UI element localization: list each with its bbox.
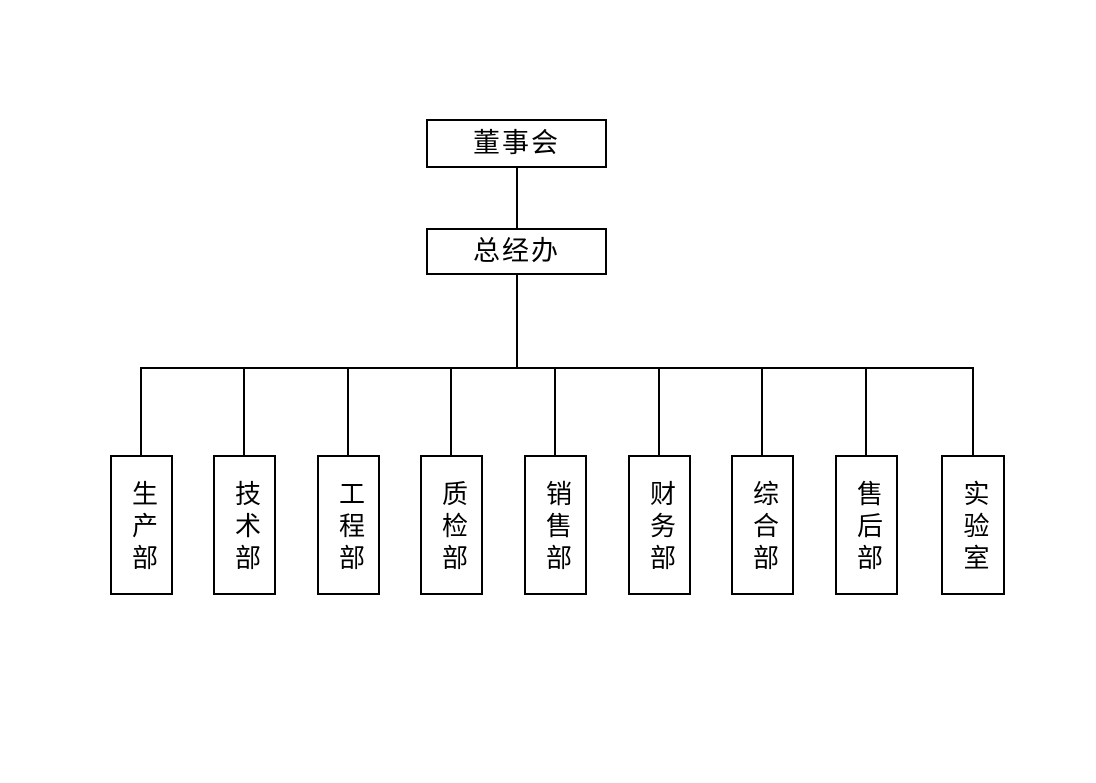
node-board-of-directors[interactable]: 董事会: [426, 119, 607, 168]
connector-drop-9: [972, 367, 974, 455]
connector-board-to-gm: [515, 168, 518, 228]
node-department-3[interactable]: 工程部: [317, 455, 380, 595]
node-department-3-label: 工程部: [334, 480, 365, 576]
node-department-2-label: 技术部: [230, 480, 261, 576]
node-general-manager-office[interactable]: 总经办: [426, 228, 607, 275]
connector-drop-1: [140, 367, 142, 455]
connector-gm-stem: [516, 275, 518, 367]
node-department-9[interactable]: 实验室: [941, 455, 1005, 595]
node-department-9-label: 实验室: [958, 480, 989, 576]
node-department-1-label: 生产部: [127, 480, 158, 576]
node-board-of-directors-label: 董事会: [473, 128, 560, 159]
connector-drop-2: [243, 367, 245, 455]
node-department-6[interactable]: 财务部: [628, 455, 691, 595]
connector-drop-4: [450, 367, 452, 455]
node-department-7-label: 综合部: [748, 480, 779, 576]
connector-drop-3: [347, 367, 349, 455]
node-department-4[interactable]: 质检部: [420, 455, 483, 595]
connector-drop-6: [658, 367, 660, 455]
node-general-manager-office-label: 总经办: [473, 236, 560, 267]
connector-drop-7: [761, 367, 763, 455]
node-department-6-label: 财务部: [645, 480, 676, 576]
connector-drop-5: [554, 367, 556, 455]
node-department-4-label: 质检部: [437, 480, 468, 576]
node-department-2[interactable]: 技术部: [213, 455, 276, 595]
connector-drop-8: [865, 367, 867, 455]
node-department-8[interactable]: 售后部: [835, 455, 898, 595]
node-department-7[interactable]: 综合部: [731, 455, 794, 595]
connector-horizontal-bus: [141, 367, 974, 369]
node-department-5[interactable]: 销售部: [524, 455, 587, 595]
node-department-1[interactable]: 生产部: [110, 455, 173, 595]
node-department-8-label: 售后部: [852, 480, 883, 576]
node-department-5-label: 销售部: [541, 480, 572, 576]
